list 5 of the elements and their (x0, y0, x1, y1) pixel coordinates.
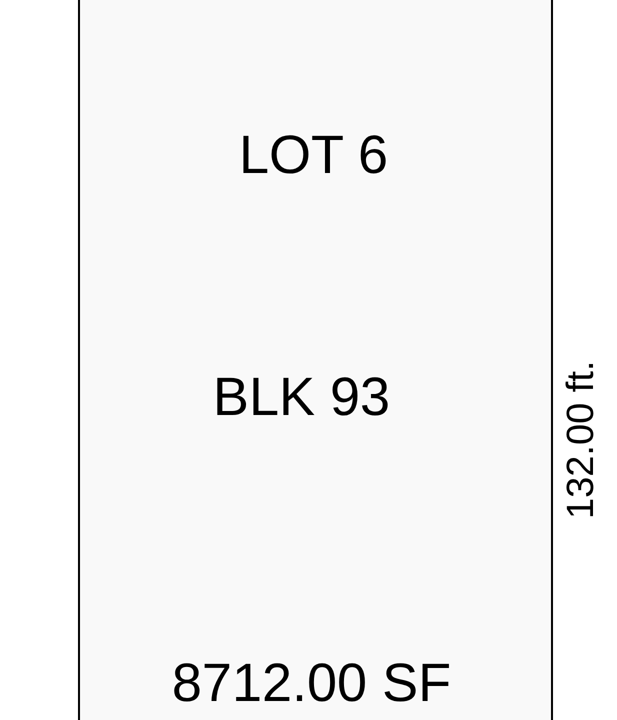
dimension-label: 132.00 ft. (562, 360, 600, 519)
area-value: 8712.00 SF (172, 656, 452, 710)
block-number: BLK 93 (212, 370, 390, 424)
lot-parcel (78, 0, 553, 720)
lot-number: LOT 6 (238, 128, 388, 182)
